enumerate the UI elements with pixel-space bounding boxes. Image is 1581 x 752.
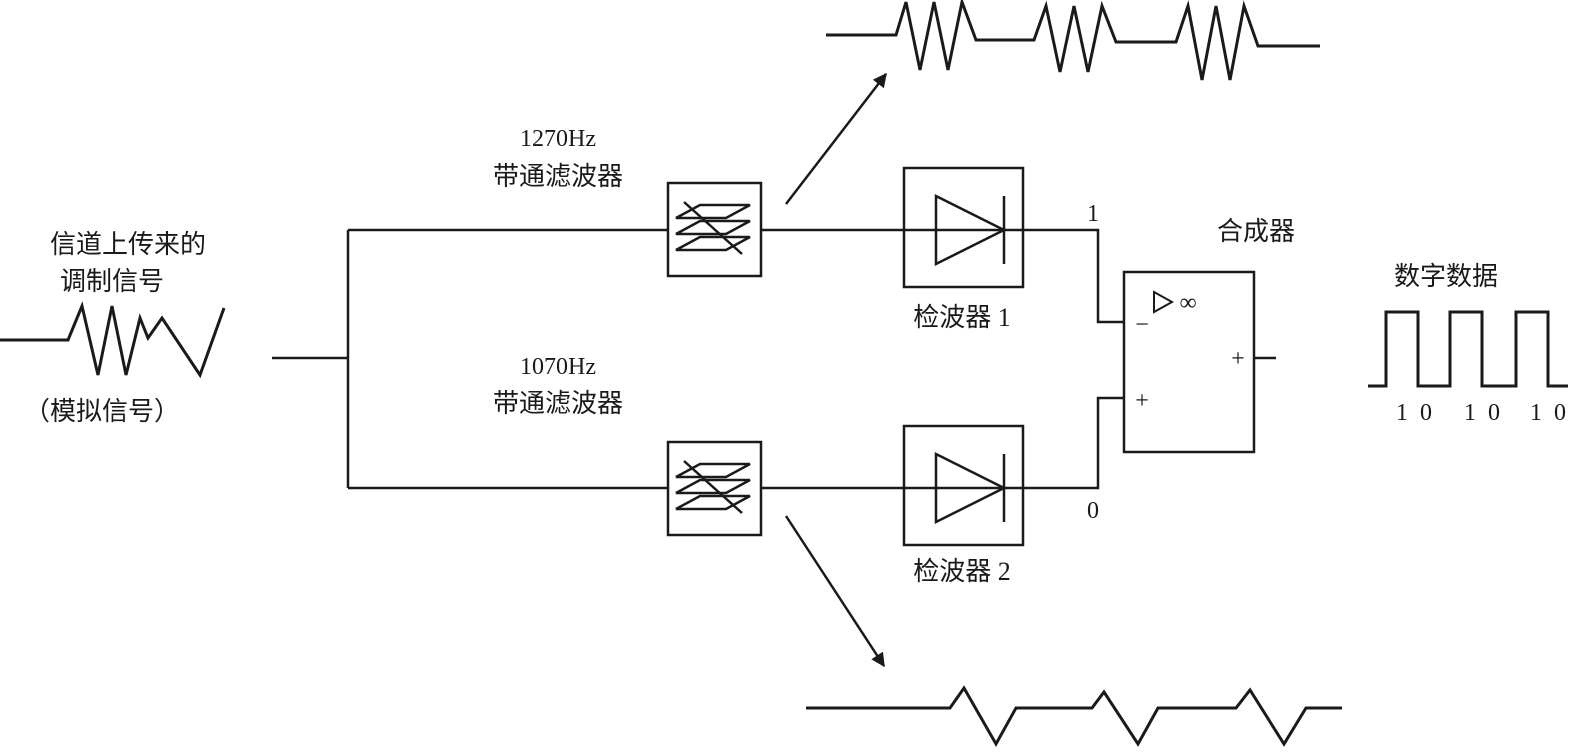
top-filter-name: 带通滤波器 — [493, 162, 623, 191]
output-bit: 0 — [1488, 400, 1500, 426]
input-label-line2: 调制信号 — [60, 267, 164, 296]
detector-1-diode-icon — [902, 166, 1025, 289]
output-bit: 1 — [1396, 400, 1408, 426]
bottom-bandpass-filter-icon — [666, 440, 763, 537]
top-signal-value: 1 — [1087, 201, 1099, 227]
detector-1-to-combiner-wire — [1023, 228, 1124, 324]
infinity-gain-symbol: ∞ — [1179, 290, 1196, 316]
combiner-label: 合成器 — [1217, 217, 1295, 246]
top-filter-frequency: 1270Hz — [520, 126, 596, 152]
digital-data-label: 数字数据 — [1394, 262, 1498, 291]
bottom-filter-name: 带通滤波器 — [493, 389, 623, 418]
top-bandpass-filter-icon — [666, 181, 763, 278]
top-output-arrow — [785, 72, 887, 205]
detector-1-label: 检波器 1 — [913, 303, 1011, 332]
inverting-input-sign: − — [1135, 312, 1149, 338]
output-sign: + — [1231, 346, 1245, 372]
top-filtered-waveform — [826, 0, 1320, 81]
input-analog-waveform — [0, 301, 226, 379]
bottom-signal-value: 0 — [1087, 498, 1099, 524]
detector-2-diode-icon — [902, 424, 1025, 547]
noninverting-input-sign: + — [1135, 388, 1149, 414]
combiner-box — [1122, 270, 1256, 454]
bottom-filtered-waveform — [806, 685, 1342, 748]
output-bit: 1 — [1530, 400, 1542, 426]
output-bit: 1 — [1464, 400, 1476, 426]
detector-2-label: 检波器 2 — [913, 557, 1011, 586]
bottom-output-arrow — [784, 515, 886, 668]
bottom-filter-frequency: 1070Hz — [520, 354, 596, 380]
opamp-triangle-icon — [1153, 290, 1175, 314]
digital-square-waveform — [1368, 310, 1568, 388]
input-label-line1: 信道上传来的 — [50, 230, 206, 259]
output-bit: 0 — [1420, 400, 1432, 426]
output-bit: 0 — [1554, 400, 1566, 426]
output-bit-labels: 1 0 1 0 1 0 — [1396, 400, 1566, 426]
detector-2-to-combiner-wire — [1023, 396, 1124, 490]
input-label-sub: （模拟信号） — [24, 397, 180, 426]
